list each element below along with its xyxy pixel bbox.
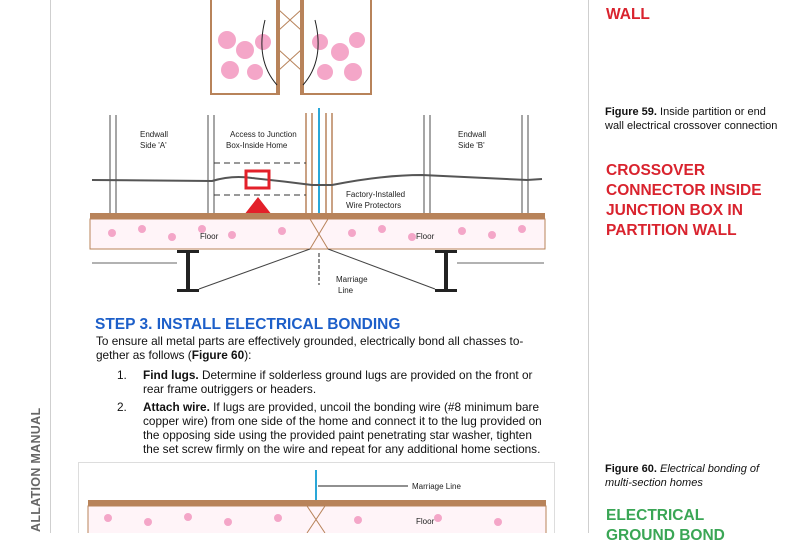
endwall-a-label: Endwall — [140, 130, 168, 139]
endwall-b-label: Endwall — [458, 130, 486, 139]
floor-label: Floor — [416, 517, 435, 526]
protectors-label-2: Wire Protectors — [346, 201, 401, 210]
marriage-line-label: Marriage Line — [412, 482, 461, 491]
column-divider — [588, 0, 589, 533]
floor-label-b: Floor — [416, 232, 435, 241]
protectors-label: Factory-Installed — [346, 190, 405, 199]
bonding-diagram: Marriage Line Floor — [78, 462, 555, 533]
floor-label-a: Floor — [200, 232, 219, 241]
marriage-line-label-2: Line — [338, 286, 354, 295]
side-tab-label: ALLATION MANUAL — [29, 407, 43, 532]
access-label: Access to Junction — [230, 130, 297, 139]
intro-line-1: To ensure all metal parts are effectivel… — [96, 334, 524, 348]
access-label-2: Box-Inside Home — [226, 141, 288, 150]
endwall-b-label-2: Side 'B' — [458, 141, 485, 150]
figure-60-caption: Figure 60. Electrical bonding of multi-s… — [605, 463, 760, 489]
step-heading: STEP 3. INSTALL ELECTRICAL BONDING — [95, 316, 401, 333]
endwall-a-label-2: Side 'A' — [140, 141, 167, 150]
marriage-wall-diagram — [210, 0, 372, 95]
figure-59-caption: Figure 59. Inside partition or end wall … — [605, 106, 778, 132]
crossover-diagram: Endwall Side 'A' Endwall Side 'B' Access… — [89, 108, 546, 295]
page-margin-line — [50, 0, 51, 533]
marriage-wall-callout: WALL — [606, 6, 650, 23]
marriage-line-label: Marriage — [336, 275, 368, 284]
intro-line-2: gether as follows (Figure 60): — [96, 348, 252, 362]
